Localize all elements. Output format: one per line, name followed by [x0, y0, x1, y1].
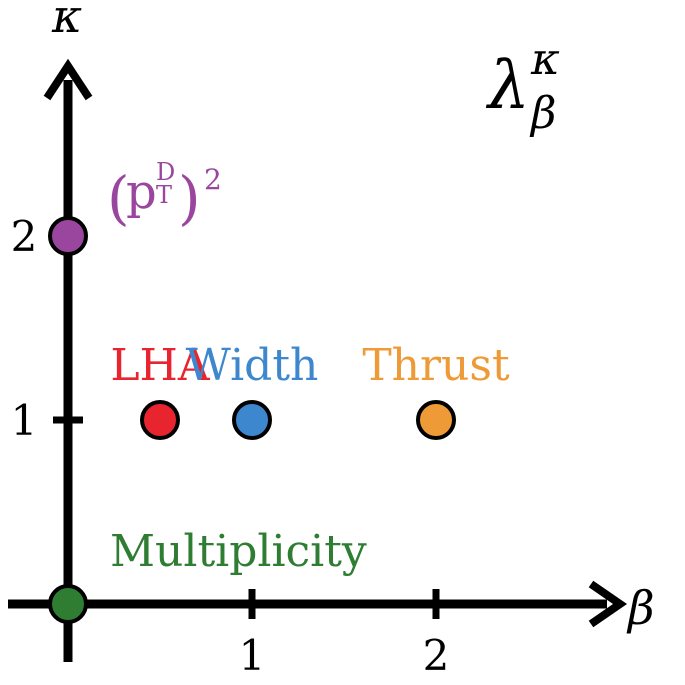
title-symbol: λ: [485, 47, 530, 124]
label-paren-right: ): [178, 164, 201, 232]
x-tick-label-2: 2: [423, 631, 450, 680]
title-subscript: β: [529, 88, 556, 139]
point-multiplicity: [48, 584, 88, 624]
x-tick-label-1: 1: [239, 631, 266, 680]
point-thrust: [416, 400, 456, 440]
y-tick-label-2: 2: [11, 212, 38, 261]
y-axis-arrowhead: [43, 58, 93, 101]
label-p: p: [126, 164, 157, 220]
label-superscript-d: D: [156, 158, 175, 186]
label-lha: LHA: [110, 340, 211, 391]
point-ptd: [48, 216, 88, 256]
point-lha: [140, 400, 180, 440]
title-superscript: κ: [530, 34, 560, 85]
label-paren-left: (: [107, 164, 130, 232]
label-subscript-t: T: [156, 181, 172, 209]
label-width: Width: [186, 340, 319, 391]
label-power-2: 2: [204, 163, 222, 196]
point-width: [232, 400, 272, 440]
chart-title: λ κ β: [485, 34, 560, 139]
y-tick-label-1: 1: [11, 396, 38, 445]
x-axis-label: β: [626, 581, 655, 635]
axes: β κ: [8, 0, 655, 662]
y-axis-label: κ: [51, 0, 82, 43]
label-multiplicity: Multiplicity: [110, 526, 367, 577]
label-thrust: Thrust: [362, 340, 510, 391]
x-axis-arrowhead: [588, 580, 628, 628]
data-points: [48, 216, 456, 624]
